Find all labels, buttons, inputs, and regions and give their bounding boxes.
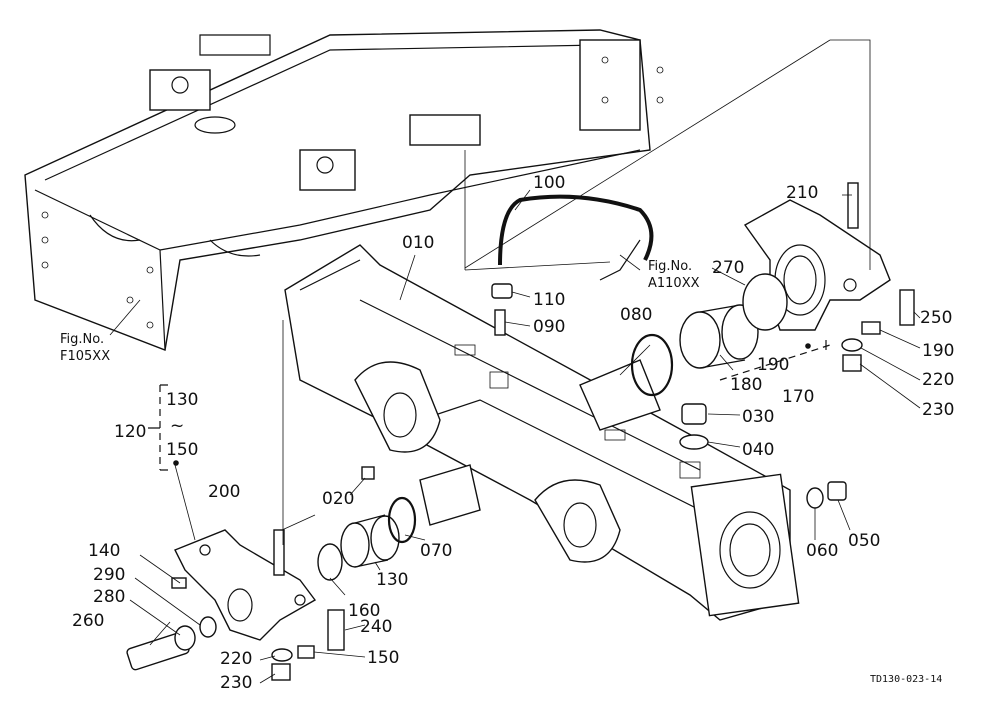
label-150: 150 <box>367 648 399 668</box>
label-140: 140 <box>88 541 120 561</box>
plug-050 <box>827 481 847 501</box>
group-range-mark: ~ <box>170 416 184 436</box>
drawing-code: TD130-023-14 <box>870 674 942 685</box>
label-030: 030 <box>742 407 774 427</box>
washer-290 <box>199 616 217 638</box>
nut-230b <box>271 663 291 681</box>
label-200: 200 <box>208 482 240 502</box>
nipple-090 <box>494 309 506 336</box>
ref-fig-code-2: A110XX <box>648 276 700 291</box>
frame-assembly <box>24 29 664 351</box>
washer-220b <box>271 648 293 662</box>
label-210: 210 <box>786 183 818 203</box>
label-090: 090 <box>533 317 565 337</box>
label-020: 020 <box>322 489 354 509</box>
bolt-240 <box>327 609 345 651</box>
label-190: 190 <box>922 341 954 361</box>
label-280: 280 <box>93 587 125 607</box>
washer-040 <box>679 434 709 450</box>
label-100: 100 <box>533 173 565 193</box>
ref-fig-code-1: F105XX <box>60 349 110 364</box>
stud-210 <box>847 182 859 229</box>
plug-030 <box>681 403 707 425</box>
fitting-110 <box>491 283 513 299</box>
label-010: 010 <box>402 233 434 253</box>
spacer-280 <box>174 625 196 651</box>
label-130: 130 <box>376 570 408 590</box>
label-070: 070 <box>420 541 452 561</box>
ring-270 <box>742 273 788 331</box>
label-160: 160 <box>348 601 380 621</box>
label-040: 040 <box>742 440 774 460</box>
leader-lines <box>109 39 921 684</box>
washer-220 <box>841 338 863 352</box>
fitting-140 <box>171 577 187 589</box>
plug-020 <box>361 466 375 480</box>
group-label-150: 150 <box>166 440 198 460</box>
fitting-190 <box>861 321 881 335</box>
pipe-100 <box>498 194 654 266</box>
label-250: 250 <box>920 308 952 328</box>
ref-fig-label-2: Fig.No. <box>648 259 692 274</box>
pipe-clip <box>599 239 641 281</box>
label-220b: 220 <box>220 649 252 669</box>
label-190b: 190 <box>757 355 789 375</box>
fitting-150 <box>297 645 315 659</box>
label-270: 270 <box>712 258 744 278</box>
oring-070 <box>387 496 417 544</box>
label-260: 260 <box>72 611 104 631</box>
label-220: 220 <box>922 370 954 390</box>
bolt-250 <box>899 289 915 326</box>
stud-200 <box>273 529 285 576</box>
label-110: 110 <box>533 290 565 310</box>
part-number-labels: 010 020 030 040 050 060 070 080 090 100 … <box>72 173 954 693</box>
oring-080 <box>630 333 674 397</box>
nut-230 <box>842 354 862 372</box>
label-240: 240 <box>360 617 392 637</box>
bushing-130 <box>340 514 400 568</box>
washer-060 <box>806 487 824 509</box>
label-180: 180 <box>730 375 762 395</box>
axle-housing <box>284 244 800 621</box>
label-230b: 230 <box>220 673 252 693</box>
label-230: 230 <box>922 400 954 420</box>
group-label-120: 120 <box>114 422 146 442</box>
label-080: 080 <box>620 305 652 325</box>
bracket-left <box>174 529 317 641</box>
label-050: 050 <box>848 531 880 551</box>
group-label-130: 130 <box>166 390 198 410</box>
label-170: 170 <box>782 387 814 407</box>
label-290: 290 <box>93 565 125 585</box>
ref-fig-label-1: Fig.No. <box>60 332 104 347</box>
washer-160 <box>317 543 343 581</box>
figure-references: Fig.No. F105XX Fig.No. A110XX <box>60 259 700 364</box>
label-060: 060 <box>806 541 838 561</box>
